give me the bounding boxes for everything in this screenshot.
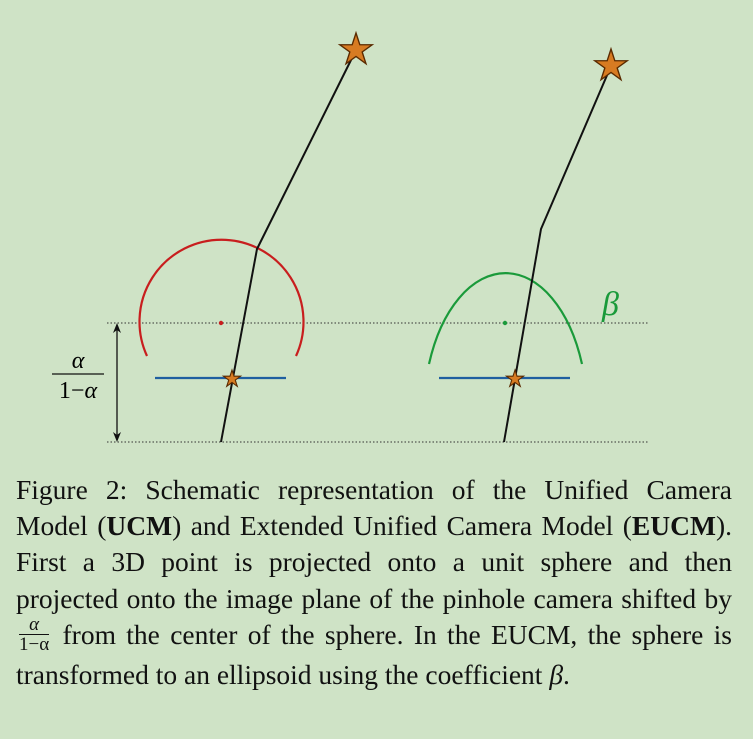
eucm-ellipsoid-arc bbox=[427, 272, 584, 365]
eucm-3d-point-star-icon bbox=[592, 46, 630, 82]
ucm-abbrev: UCM bbox=[106, 510, 173, 542]
eucm-projection-ray bbox=[503, 65, 612, 443]
figure-diagram: α 1−α β bbox=[52, 30, 648, 443]
caption-text-1: Schematic representation of the Unified … bbox=[16, 474, 732, 542]
figure-caption: Figure 2: Schematic representation of th… bbox=[16, 472, 732, 693]
caption-end: . bbox=[563, 659, 570, 690]
caption-text-4: from the center of the sphere. In the EU… bbox=[16, 618, 732, 690]
caption-text-2: ) and Extended Unified Camera Model ( bbox=[172, 510, 632, 542]
ucm-projection-ray bbox=[220, 49, 357, 443]
eucm-abbrev: EUCM bbox=[631, 510, 716, 542]
ucm-sphere-center bbox=[218, 320, 224, 326]
offset-fraction-num: α bbox=[19, 615, 50, 635]
beta-label: β bbox=[601, 286, 619, 323]
offset-fraction-den: 1−α bbox=[19, 634, 50, 655]
ucm-image-point-star-icon bbox=[221, 368, 243, 388]
ucm-3d-point-star-icon bbox=[337, 30, 375, 66]
offset-fraction-numerator: α bbox=[72, 348, 85, 374]
ucm-sphere-arc bbox=[138, 238, 305, 357]
eucm-ellipsoid-center bbox=[502, 320, 508, 326]
offset-arrow-head-bottom bbox=[113, 432, 121, 442]
figure-label: Figure 2: bbox=[16, 474, 128, 505]
eucm-image-point-star-icon bbox=[504, 368, 526, 388]
caption-text-3: ). First a 3D point is projected onto a … bbox=[16, 510, 732, 614]
offset-fraction-denominator: 1−α bbox=[59, 378, 98, 404]
beta-symbol: β bbox=[549, 659, 564, 690]
offset-arrow-head-top bbox=[113, 323, 121, 333]
